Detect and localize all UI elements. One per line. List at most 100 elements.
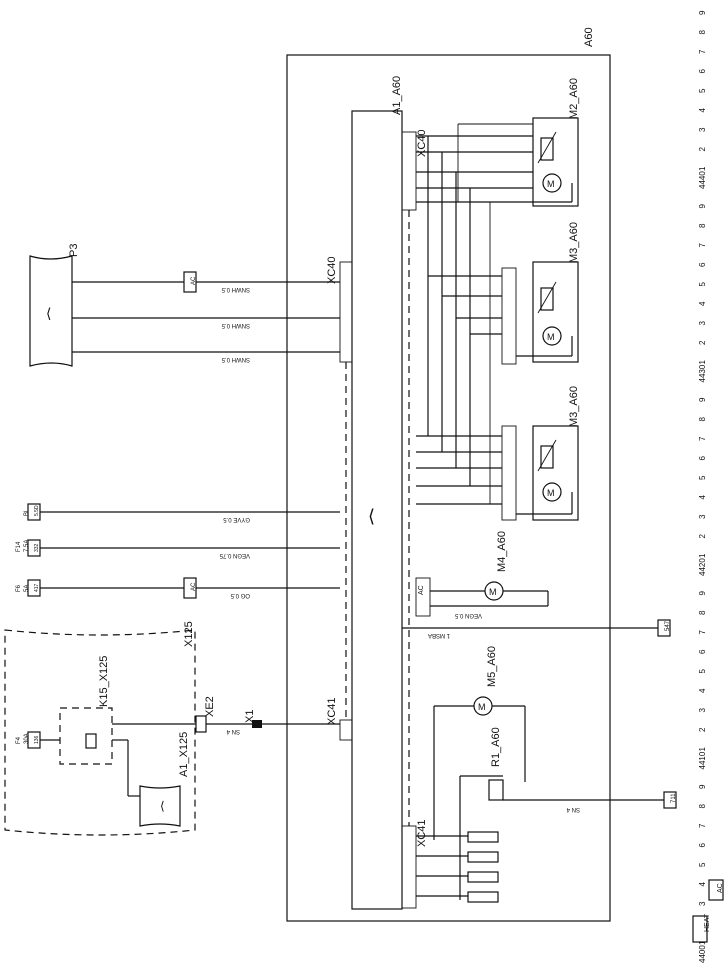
ruler-digit: 9 bbox=[698, 591, 707, 596]
resistor-m3-upper-icon bbox=[540, 287, 554, 311]
svg-text:GYVE 0.5: GYVE 0.5 bbox=[223, 516, 250, 522]
svg-text:SN 4: SN 4 bbox=[226, 728, 240, 734]
svg-text:SNWH 0.5: SNWH 0.5 bbox=[221, 356, 250, 362]
ruler-digit: 7 bbox=[698, 49, 707, 54]
label-p3: P3 bbox=[68, 244, 80, 257]
ruler-digit: 4 bbox=[698, 882, 707, 887]
page-ruler: 4400123456789441012345678944201234567894… bbox=[698, 10, 707, 963]
ruler-digit: 4 bbox=[698, 688, 707, 693]
m4-ac-box-1: AC bbox=[418, 585, 425, 595]
legend-heat: HEAT bbox=[704, 913, 711, 932]
fuse-f6-name: F6 bbox=[16, 584, 22, 592]
ruler-digit: 5 bbox=[698, 475, 707, 480]
label-x125: X125 bbox=[183, 621, 195, 647]
resistor-m2-icon bbox=[540, 137, 554, 161]
motor-m4-letter: M bbox=[489, 587, 497, 597]
label-xc41-bottom: XC41 bbox=[416, 819, 428, 847]
connector-xc40-left bbox=[339, 261, 353, 363]
ruler-digit: 9 bbox=[698, 10, 707, 15]
connector-m3-upper bbox=[501, 267, 517, 365]
ruler-digit: 9 bbox=[698, 204, 707, 209]
label-x1: X1 bbox=[244, 710, 256, 723]
ruler-digit: 9 bbox=[698, 397, 707, 402]
ruler-digit: 5 bbox=[698, 88, 707, 93]
ruler-digit: 6 bbox=[698, 843, 707, 848]
label-r1-a60: R1_A60 bbox=[490, 727, 502, 767]
motor-m2-icon bbox=[542, 173, 562, 193]
block-x125 bbox=[4, 629, 196, 836]
motor-m2-letter: M bbox=[547, 179, 555, 189]
legend-heat-box bbox=[692, 915, 708, 943]
label-m2-a60: M2_A60 bbox=[568, 78, 580, 119]
module-a60-frame bbox=[286, 54, 611, 922]
ruler-digit: 2 bbox=[698, 534, 707, 539]
svg-text:AC: AC bbox=[191, 582, 197, 591]
ruler-digit: 5 bbox=[698, 669, 707, 674]
relay-k15-x125 bbox=[59, 707, 113, 765]
ruler-digit: 7 bbox=[698, 630, 707, 635]
ruler-digit: 4 bbox=[698, 108, 707, 113]
controller-a1-a60 bbox=[351, 110, 403, 910]
motor-m5-letter: M bbox=[478, 702, 486, 712]
ruler-digit: 1 bbox=[698, 360, 707, 365]
label-m5-a60: M5_A60 bbox=[486, 646, 498, 687]
label-k15-x125: K15_X125 bbox=[98, 656, 110, 707]
motor-m3-a60-lower bbox=[532, 425, 579, 521]
connector-p3 bbox=[29, 255, 73, 367]
svg-text:SNWH 0.5: SNWH 0.5 bbox=[221, 286, 250, 292]
relay-coil-icon bbox=[85, 733, 97, 749]
ruler-digit: 2 bbox=[698, 340, 707, 345]
splice-x1 bbox=[252, 720, 262, 728]
ruler-digit: 2 bbox=[698, 147, 707, 152]
ruler-digit: 5 bbox=[698, 862, 707, 867]
fuse-f14-name: F14 bbox=[16, 541, 22, 552]
ruler-digit: 4 bbox=[698, 495, 707, 500]
label-xc40-top: XC40 bbox=[416, 129, 428, 157]
ruler-digit: 8 bbox=[698, 417, 707, 422]
ruler-digit: 1 bbox=[698, 553, 707, 558]
ac-box-f6 bbox=[183, 577, 197, 599]
terminal-547 bbox=[657, 619, 671, 637]
svg-text:VEGN 0.5: VEGN 0.5 bbox=[454, 612, 482, 618]
p3-symbol: ⟨ bbox=[46, 305, 51, 321]
svg-text:VEGN 0.75: VEGN 0.75 bbox=[219, 552, 250, 558]
ruler-digit: 6 bbox=[698, 456, 707, 461]
connector-m3-lower bbox=[501, 425, 517, 521]
connector-xc41-left bbox=[339, 719, 353, 741]
label-m3-a60-upper: M3_A60 bbox=[568, 222, 580, 263]
label-a1-a60: A1_A60 bbox=[391, 76, 403, 115]
connector-xc40-top bbox=[401, 131, 417, 211]
svg-text:AC: AC bbox=[191, 276, 197, 285]
ruler-digit: 4 bbox=[698, 301, 707, 306]
terminal-711 bbox=[663, 791, 677, 809]
svg-text:SN 4: SN 4 bbox=[566, 806, 580, 812]
resistor-block bbox=[416, 831, 499, 903]
svg-text:332: 332 bbox=[34, 543, 40, 552]
fuse-f14-rating: 7.5A bbox=[24, 540, 30, 552]
svg-text:417: 417 bbox=[34, 583, 40, 592]
ruler-digit: 3 bbox=[698, 321, 707, 326]
ruler-digit: 2 bbox=[698, 727, 707, 732]
label-a60: A60 bbox=[583, 27, 595, 47]
fuse-f6-rating: 5A bbox=[24, 585, 30, 592]
ruler-digit: 6 bbox=[698, 262, 707, 267]
ruler-digit: 3 bbox=[698, 901, 707, 906]
connector-xe2 bbox=[195, 715, 207, 733]
connector-m4 bbox=[415, 577, 431, 617]
ruler-digit: 5 bbox=[698, 282, 707, 287]
ruler-group-code: 4410 bbox=[698, 751, 707, 769]
ruler-group-code: 4420 bbox=[698, 558, 707, 576]
fuse-f4-rating: 30A bbox=[24, 733, 30, 744]
svg-text:136: 136 bbox=[34, 735, 40, 744]
svg-text:5.5D: 5.5D bbox=[34, 505, 40, 516]
terminal-711-label: 711 bbox=[671, 793, 677, 803]
motor-m2-a60 bbox=[532, 117, 579, 207]
motor-m3-lower-icon bbox=[542, 482, 562, 502]
ruler-digit: 7 bbox=[698, 243, 707, 248]
ruler-digit: 8 bbox=[698, 30, 707, 35]
label-xc41-left: XC41 bbox=[326, 697, 338, 725]
ruler-digit: 9 bbox=[698, 784, 707, 789]
ruler-digit: 8 bbox=[698, 610, 707, 615]
ac-box-p3 bbox=[183, 271, 197, 293]
